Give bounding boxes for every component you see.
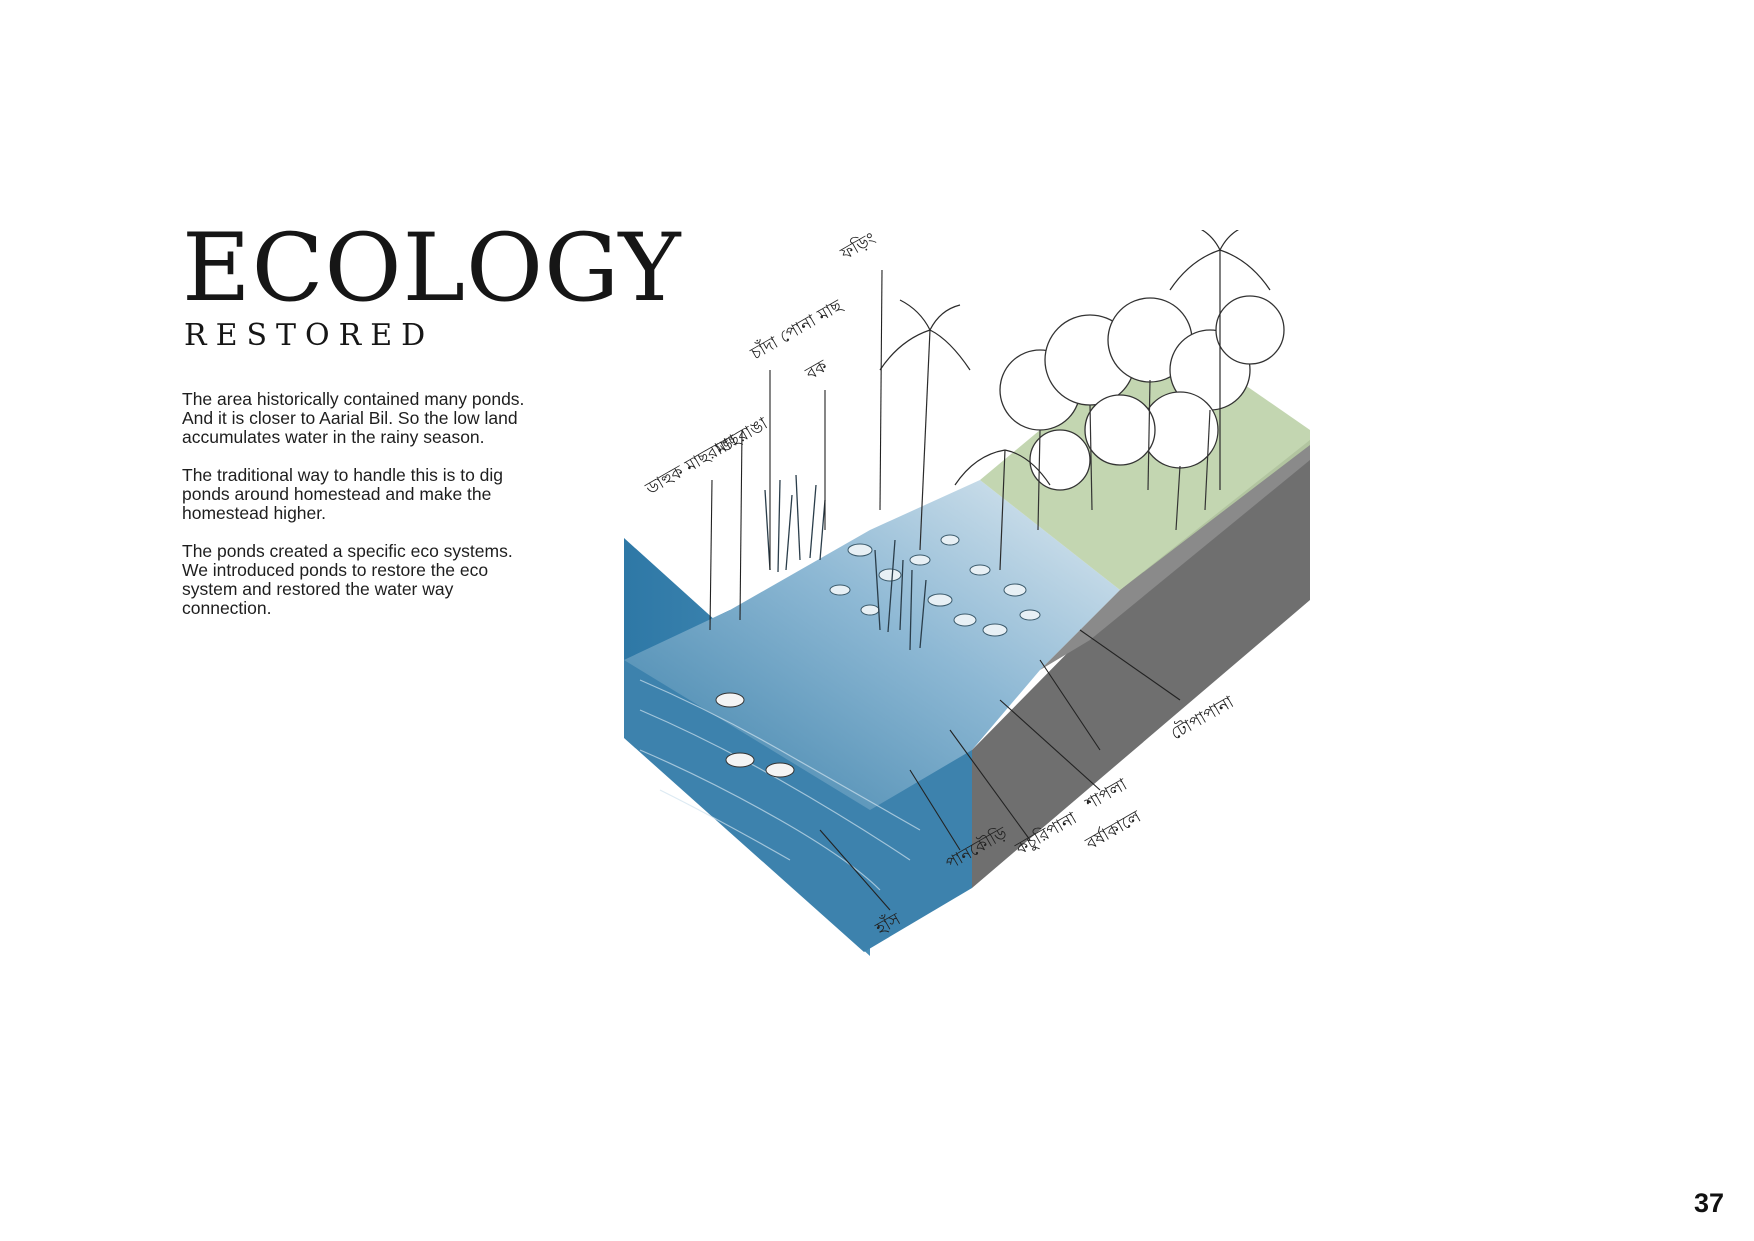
water-ripples	[639, 679, 921, 891]
tree-trunks	[1037, 379, 1211, 531]
trees	[999, 295, 1285, 491]
page-title: ECOLOGY	[182, 214, 682, 323]
annotation-frog: ডাহুক মাছরাঙা	[642, 431, 742, 500]
palm-trees	[879, 230, 1271, 571]
annotation-sedge: বর্ষাকালে	[1081, 806, 1145, 855]
page-subtitle: RESTORED	[184, 318, 435, 353]
paragraph-1: The area historically contained many pon…	[182, 389, 525, 447]
soil-top	[1040, 440, 1310, 670]
lily-pads	[829, 534, 1041, 637]
pond-ecosystem-illustration: ফড়িং চাঁদা পোনা মাছ বক মাছরাঙা ডাহুক মা…	[624, 230, 1310, 956]
annotation-heron: বক	[802, 356, 832, 385]
paragraph-3: The ponds created a specific eco systems…	[182, 541, 513, 618]
paragraph-2: The traditional way to handle this is to…	[182, 465, 504, 523]
annotation-fish: চাঁদা পোনা মাছ	[746, 294, 847, 364]
soil-bank	[972, 440, 1310, 888]
annotation-dragonfly: ফড়িং	[836, 230, 879, 265]
reeds	[764, 474, 927, 651]
ducks	[715, 692, 795, 778]
page-number: 37	[1693, 1188, 1724, 1218]
water-surface	[624, 480, 1120, 810]
annotation-lines	[709, 269, 1181, 911]
body-text: The area historically contained many pon…	[182, 390, 527, 637]
